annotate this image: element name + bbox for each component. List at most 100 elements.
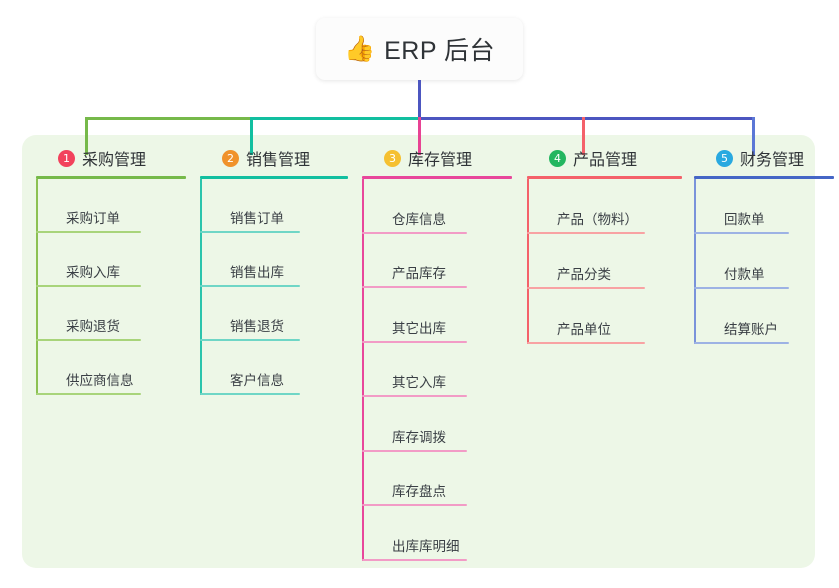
category-label: 库存管理 xyxy=(408,152,473,169)
root-node[interactable]: 👍 ERP 后台 xyxy=(316,18,523,80)
category-drop-line-5 xyxy=(752,117,755,155)
leaf-item[interactable]: 产品库存 xyxy=(362,234,512,288)
leaf-item[interactable]: 回款单 xyxy=(694,179,834,234)
leaf-item-underline xyxy=(36,285,141,287)
leaf-list: 产品（物料） 产品分类产品单位 xyxy=(527,179,682,344)
leaf-item[interactable]: 销售订单 xyxy=(200,179,348,233)
category-column-产品管理: 4 产品管理产品（物料） 产品分类产品单位 xyxy=(527,146,682,344)
root-node-title: ERP 后台 xyxy=(384,37,496,65)
category-underline xyxy=(694,176,834,179)
leaf-item-label: 采购入库 xyxy=(66,265,120,280)
category-number-badge: 2 xyxy=(222,149,239,167)
category-label: 采购管理 xyxy=(82,152,147,169)
leaf-item-underline xyxy=(527,232,645,234)
leaf-item-label: 采购退货 xyxy=(66,319,120,334)
leaf-item[interactable]: 产品分类 xyxy=(527,234,682,289)
category-drop-line-3 xyxy=(418,117,421,155)
category-number-badge: 4 xyxy=(549,149,566,167)
leaf-item[interactable]: 产品（物料） xyxy=(527,179,682,234)
leaf-item-underline xyxy=(694,287,789,289)
leaf-list: 仓库信息产品库存其它出库其它入库库存调拨库存盘点出库库明细 xyxy=(362,179,512,561)
leaf-item-label: 产品（物料） xyxy=(557,212,638,227)
leaf-item-underline xyxy=(200,339,300,341)
category-drop-line-1 xyxy=(85,117,88,155)
leaf-item[interactable]: 其它出库 xyxy=(362,288,512,343)
leaf-item-label: 其它出库 xyxy=(392,320,446,336)
leaf-item-underline xyxy=(362,558,467,561)
leaf-item-label: 仓库信息 xyxy=(392,211,446,227)
leaf-item[interactable]: 采购退货 xyxy=(36,287,186,341)
leaf-item-underline xyxy=(694,232,789,234)
category-header-销售管理[interactable]: 2 销售管理 xyxy=(200,146,348,170)
leaf-item-label: 销售订单 xyxy=(230,211,284,226)
leaf-item[interactable]: 仓库信息 xyxy=(362,179,512,234)
leaf-item[interactable]: 产品单位 xyxy=(527,289,682,344)
leaf-item[interactable]: 付款单 xyxy=(694,234,834,289)
leaf-item-label: 供应商信息 xyxy=(66,373,134,388)
leaf-item-underline xyxy=(36,393,141,395)
leaf-item[interactable]: 客户信息 xyxy=(200,341,348,395)
leaf-item-label: 采购订单 xyxy=(66,211,120,226)
leaf-item-underline xyxy=(527,287,645,289)
leaf-item-label: 客户信息 xyxy=(230,373,284,388)
leaf-item-label: 销售出库 xyxy=(230,265,284,280)
category-header-财务管理[interactable]: 5 财务管理 xyxy=(694,146,834,170)
leaf-item-underline xyxy=(200,285,300,287)
leaf-item-underline xyxy=(362,504,467,506)
branch-spine xyxy=(694,179,696,344)
leaf-item-underline xyxy=(200,231,300,233)
branch-spine xyxy=(527,179,529,344)
category-drop-line-4 xyxy=(582,117,585,155)
category-underline xyxy=(200,176,348,179)
bus-segment-green xyxy=(85,117,253,120)
leaf-item-label: 库存调拨 xyxy=(392,429,446,445)
leaf-list: 销售订单销售出库销售退货客户信息 xyxy=(200,179,348,395)
leaf-item-underline xyxy=(527,342,645,344)
leaf-item[interactable]: 销售出库 xyxy=(200,233,348,287)
branch-spine xyxy=(36,179,38,395)
category-underline xyxy=(362,176,512,179)
leaf-item-underline xyxy=(362,395,467,397)
leaf-item-underline xyxy=(200,393,300,395)
bus-segment-teal xyxy=(250,117,421,120)
leaf-item[interactable]: 销售退货 xyxy=(200,287,348,341)
branch-spine xyxy=(200,179,202,395)
leaf-item-label: 产品库存 xyxy=(392,266,446,281)
leaf-item[interactable]: 其它入库 xyxy=(362,343,512,397)
leaf-item[interactable]: 库存调拨 xyxy=(362,397,512,452)
leaf-item-underline xyxy=(694,342,789,344)
category-column-财务管理: 5 财务管理回款单付款单结算账户 xyxy=(694,146,834,344)
leaf-item-label: 付款单 xyxy=(724,267,765,282)
leaf-item-label: 产品分类 xyxy=(557,267,611,282)
branch-spine xyxy=(362,179,364,561)
leaf-item[interactable]: 结算账户 xyxy=(694,289,834,344)
category-underline xyxy=(36,176,186,179)
leaf-item[interactable]: 采购订单 xyxy=(36,179,186,233)
leaf-item[interactable]: 供应商信息 xyxy=(36,341,186,395)
leaf-item-label: 库存盘点 xyxy=(392,484,446,499)
leaf-item-label: 其它入库 xyxy=(392,375,446,390)
thumbs-up-icon: 👍 xyxy=(343,34,376,63)
leaf-item-label: 销售退货 xyxy=(230,319,284,334)
category-label: 产品管理 xyxy=(573,152,638,169)
leaf-item-underline xyxy=(362,340,467,343)
category-header-产品管理[interactable]: 4 产品管理 xyxy=(527,146,682,170)
leaf-item[interactable]: 采购入库 xyxy=(36,233,186,287)
category-label: 财务管理 xyxy=(740,152,805,169)
leaf-item-label: 产品单位 xyxy=(557,322,611,337)
leaf-item-underline xyxy=(362,231,467,234)
bus-segment-blue xyxy=(418,117,755,120)
category-label: 销售管理 xyxy=(246,152,311,169)
leaf-item[interactable]: 库存盘点 xyxy=(362,452,512,506)
category-number-badge: 5 xyxy=(716,149,733,167)
leaf-item-underline xyxy=(36,231,141,233)
category-column-销售管理: 2 销售管理销售订单销售出库销售退货客户信息 xyxy=(200,146,348,395)
leaf-item-label: 出库库明细 xyxy=(392,538,460,554)
leaf-item[interactable]: 出库库明细 xyxy=(362,506,512,561)
leaf-item-underline xyxy=(362,449,467,452)
